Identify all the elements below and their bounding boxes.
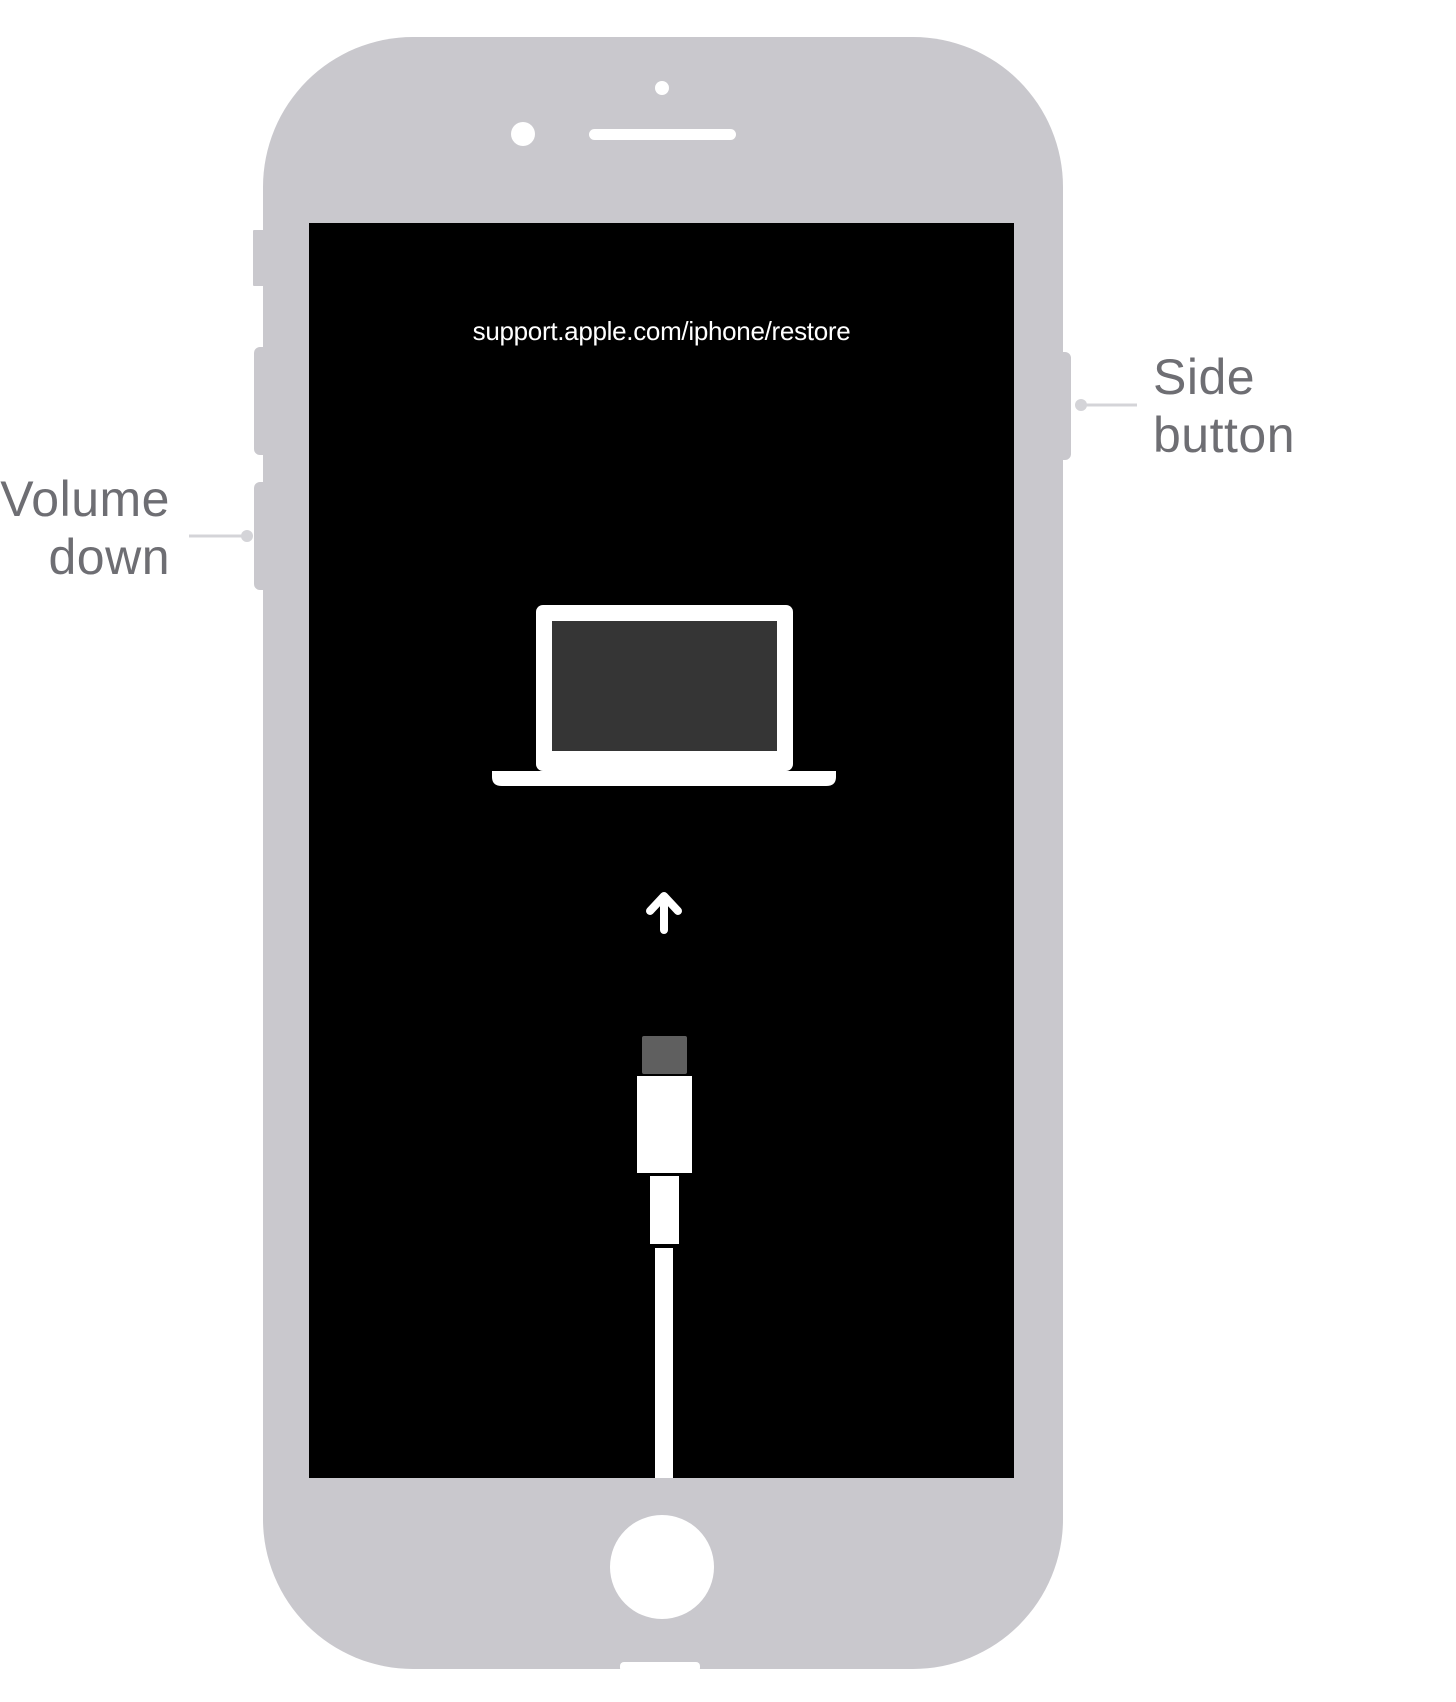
side-button-label: Side button xyxy=(1153,348,1295,464)
bottom-speaker xyxy=(620,1662,700,1672)
side-button-leader-dot xyxy=(1075,399,1087,411)
home-button xyxy=(610,1515,714,1619)
arrow-up-icon xyxy=(646,892,682,934)
cable-connector-housing xyxy=(637,1076,692,1173)
side-button-label-line-1: Side xyxy=(1153,349,1256,405)
laptop-icon xyxy=(492,605,836,786)
callout-leaders xyxy=(189,399,1137,542)
volume-down-label-line-1: Volume xyxy=(0,471,170,527)
cable-wire xyxy=(655,1248,673,1478)
volume-down-label: Volume down xyxy=(0,470,170,586)
volume-down-leader-dot xyxy=(241,530,253,542)
restore-url-text: support.apple.com/iphone/restore xyxy=(472,316,851,346)
cable-strain-relief xyxy=(650,1176,679,1244)
cable-tip xyxy=(642,1036,687,1074)
volume-down-label-line-2: down xyxy=(48,529,170,585)
laptop-base xyxy=(492,771,836,786)
top-sensor-dot xyxy=(655,81,669,95)
lightning-cable-icon xyxy=(637,1036,692,1478)
earpiece-speaker xyxy=(589,129,736,140)
side-button-label-line-2: button xyxy=(1153,407,1296,463)
front-camera xyxy=(511,122,535,146)
laptop-display xyxy=(552,621,777,751)
